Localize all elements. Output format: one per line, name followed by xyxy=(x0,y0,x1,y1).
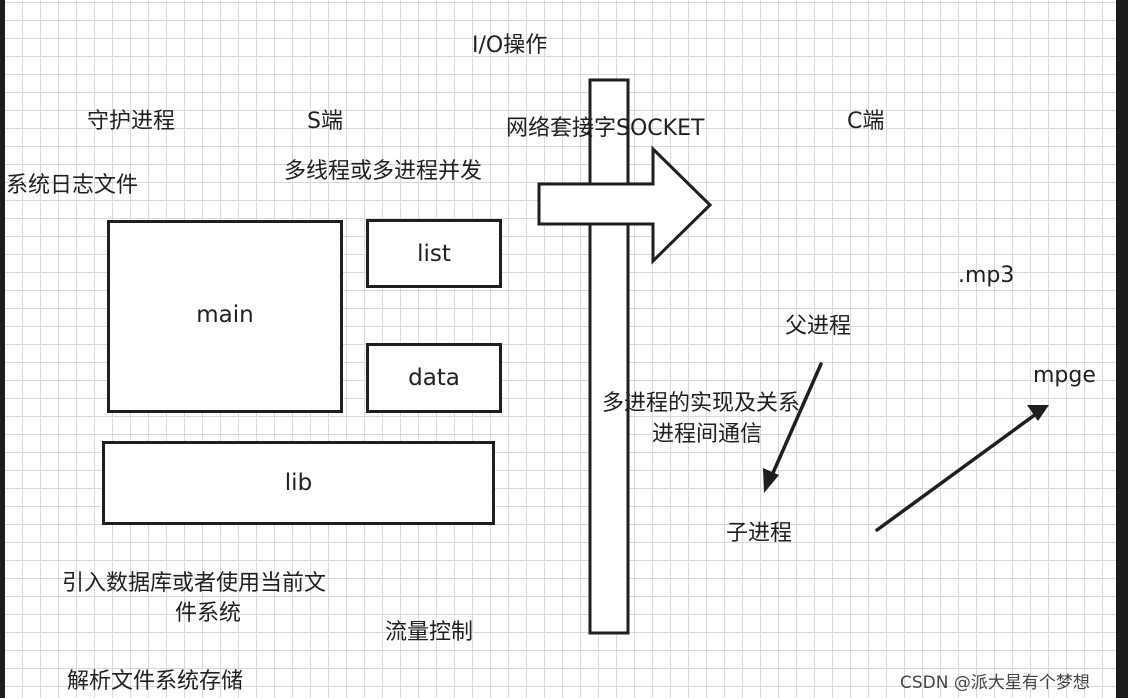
mpge-label: mpge xyxy=(1033,363,1096,388)
main-label: main xyxy=(196,301,254,328)
parent-process-label: 父进程 xyxy=(785,314,852,339)
io-ops-label: I/O操作 xyxy=(472,33,548,58)
concurrency-label: 多线程或多进程并发 xyxy=(284,159,483,184)
child-process-label: 子进程 xyxy=(726,521,793,546)
list-box: list xyxy=(366,219,502,288)
data-label: data xyxy=(408,365,460,391)
multiprocess-label-line2: 进程间通信 xyxy=(652,422,763,447)
database-label-line1: 引入数据库或者使用当前文 xyxy=(62,571,327,596)
lib-label: lib xyxy=(284,470,313,496)
s-end-label: S端 xyxy=(307,109,343,134)
csdn-watermark: CSDN @派大星有个梦想 xyxy=(900,673,1090,693)
c-end-label: C端 xyxy=(847,109,885,134)
left-edge-bar xyxy=(0,0,5,698)
parse-fs-label: 解析文件系统存储 xyxy=(67,669,244,694)
list-label: list xyxy=(417,240,451,267)
syslog-label: 系统日志文件 xyxy=(6,173,139,198)
flow-control-label: 流量控制 xyxy=(385,620,474,645)
multiprocess-label-line1: 多进程的实现及关系 xyxy=(602,391,801,416)
main-box: main xyxy=(107,220,343,413)
socket-label: 网络套接字SOCKET xyxy=(506,116,705,141)
lib-box: lib xyxy=(102,441,495,525)
daemon-label: 守护进程 xyxy=(87,109,176,134)
data-box: data xyxy=(366,343,502,413)
right-edge-bar xyxy=(1116,0,1128,698)
database-label-line2: 件系统 xyxy=(175,601,242,626)
mp3-label: .mp3 xyxy=(958,263,1015,288)
